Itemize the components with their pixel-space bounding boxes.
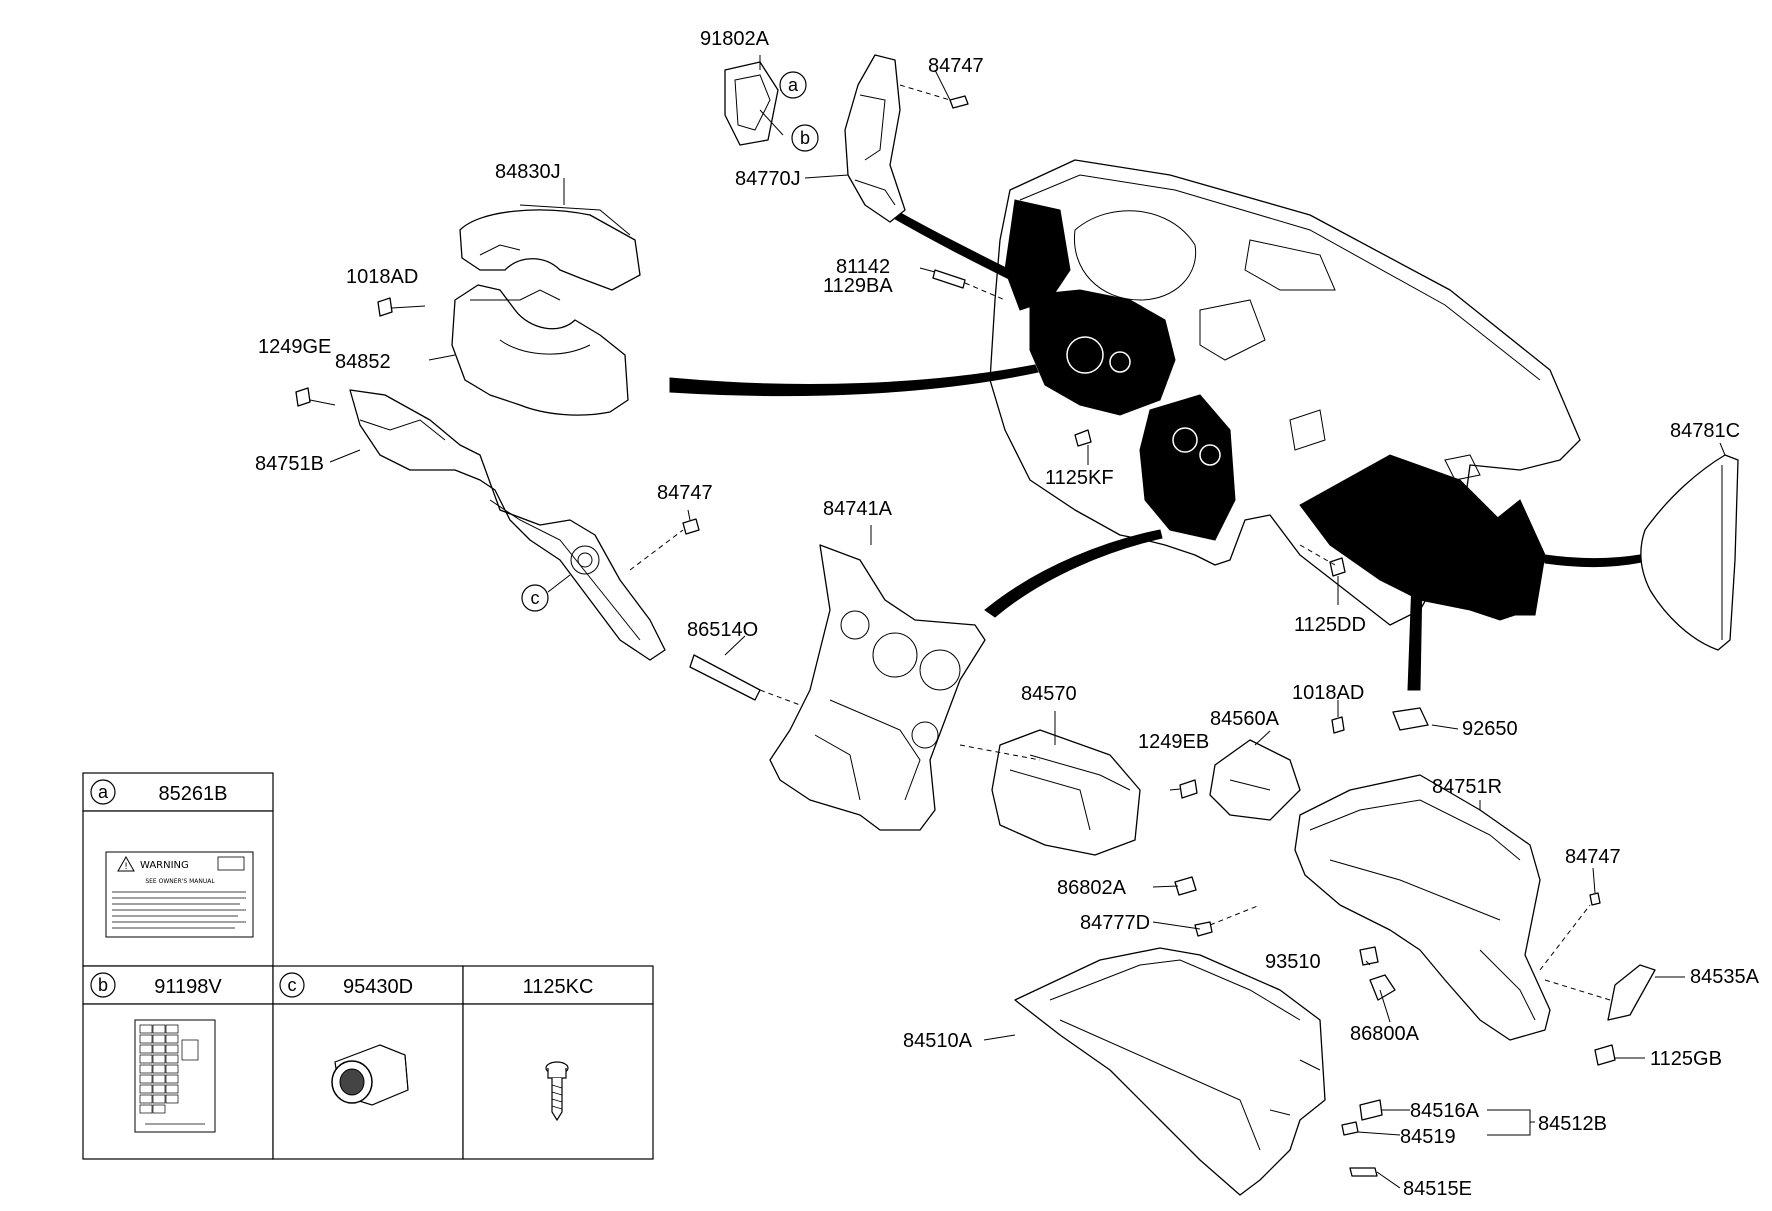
label-84781C: 84781C xyxy=(1670,420,1740,442)
label-93510: 93510 xyxy=(1265,951,1321,973)
label-84747-mid: 84747 xyxy=(657,482,713,504)
part-84830J-shape xyxy=(459,204,641,291)
clip-84747-mid xyxy=(629,518,700,571)
warning-label-graphic: ! WARNING SEE OWNER'S MANUAL xyxy=(105,851,254,938)
warning-label-title: WARNING xyxy=(140,860,189,871)
label-1125GB: 1125GB xyxy=(1650,1048,1722,1070)
part-84751B-shape xyxy=(349,389,666,661)
label-91802A: 91802A xyxy=(700,28,770,50)
label-1018AD-left: 1018AD xyxy=(346,266,418,288)
label-84747-right: 84747 xyxy=(1565,846,1621,868)
legend-c-part: 95430D xyxy=(343,976,413,998)
label-86514O: 86514O xyxy=(687,619,758,641)
part-84510A-shape xyxy=(1014,947,1326,1196)
trim-86514O xyxy=(689,654,801,706)
screw-1018AD-left xyxy=(377,297,426,317)
label-84747-top: 84747 xyxy=(928,55,984,77)
label-84510A: 84510A xyxy=(903,1030,973,1052)
screw-1018AD-right xyxy=(1331,700,1345,734)
label-1249EB: 1249EB xyxy=(1138,731,1209,753)
label-84852: 84852 xyxy=(335,351,391,373)
label-84751R: 84751R xyxy=(1432,776,1502,798)
label-84830J: 84830J xyxy=(495,161,561,183)
small-clips-right xyxy=(1174,876,1601,1001)
label-84515E: 84515E xyxy=(1403,1178,1472,1200)
part-91802A-shape xyxy=(724,61,779,146)
label-1125KF: 1125KF xyxy=(1045,467,1114,489)
label-84519: 84519 xyxy=(1400,1126,1456,1148)
screw-81142 xyxy=(932,269,1006,301)
callout-c: c xyxy=(521,574,571,612)
leader-lines xyxy=(329,55,1726,1189)
screw-1125KF xyxy=(1074,429,1092,447)
legend-b-letter: b xyxy=(98,975,108,995)
label-1129BA: 1129BA xyxy=(823,275,893,297)
part-84852-shape xyxy=(451,284,629,416)
screw-1249GE xyxy=(295,387,336,407)
clip-84747-top xyxy=(899,84,969,109)
legend-d-part: 1125KC xyxy=(523,976,594,998)
screw-1249EB xyxy=(1169,779,1198,799)
callout-b-letter: b xyxy=(800,128,810,148)
part-84535A-shape xyxy=(1544,964,1656,1021)
part-84751R-shape xyxy=(1294,774,1551,1041)
latch-84516A xyxy=(1341,1099,1383,1177)
label-84777D: 84777D xyxy=(1080,912,1150,934)
callout-b: b xyxy=(791,124,819,152)
part-labels: 91802A 84747 84770J 84830J 1018AD 1249GE… xyxy=(255,28,1760,1200)
label-92650: 92650 xyxy=(1462,718,1518,740)
warning-label-subtitle: SEE OWNER'S MANUAL xyxy=(145,878,215,885)
legend-table: a 85261B ! WARNING SEE OWNER'S MANUAL b … xyxy=(82,772,654,1160)
label-1249GE: 1249GE xyxy=(258,336,331,358)
screw-1125DD xyxy=(1299,544,1346,577)
label-84516A: 84516A xyxy=(1410,1100,1480,1122)
label-84741A: 84741A xyxy=(823,498,893,520)
dashboard-assembly xyxy=(989,159,1581,626)
connector-swooshes xyxy=(669,209,1643,691)
label-84535A: 84535A xyxy=(1690,966,1760,988)
label-86802A: 86802A xyxy=(1057,877,1127,899)
label-84570: 84570 xyxy=(1021,683,1077,705)
legend-a-part: 85261B xyxy=(159,783,228,805)
switch-95430D-graphic xyxy=(331,1044,409,1106)
svg-text:!: ! xyxy=(124,862,128,872)
part-84770J-shape xyxy=(844,54,906,223)
label-84751B: 84751B xyxy=(255,453,324,475)
fuse-label-graphic xyxy=(134,1019,216,1133)
legend-a-letter: a xyxy=(98,782,109,802)
callout-a: a xyxy=(779,71,807,99)
label-86800A: 86800A xyxy=(1350,1023,1420,1045)
legend-b-part: 91198V xyxy=(154,976,222,998)
label-1018AD-right: 1018AD xyxy=(1292,682,1364,704)
part-92650-shape xyxy=(1392,707,1429,731)
label-1125DD: 1125DD xyxy=(1294,614,1366,636)
screw-1125GB xyxy=(1594,1044,1645,1066)
label-84560A: 84560A xyxy=(1210,708,1280,730)
label-84770J: 84770J xyxy=(735,168,801,190)
legend-c-letter: c xyxy=(288,975,297,995)
label-81142: 81142 xyxy=(836,256,890,278)
label-84512B: 84512B xyxy=(1538,1113,1607,1135)
part-84741A-shape xyxy=(769,544,986,831)
part-84570-shape xyxy=(959,729,1141,856)
screw-1125KC-graphic xyxy=(545,1061,569,1122)
part-84781C-shape xyxy=(1640,454,1739,651)
callout-c-letter: c xyxy=(531,588,540,608)
part-84560A-shape xyxy=(1209,739,1301,821)
callout-a-letter: a xyxy=(788,75,799,95)
